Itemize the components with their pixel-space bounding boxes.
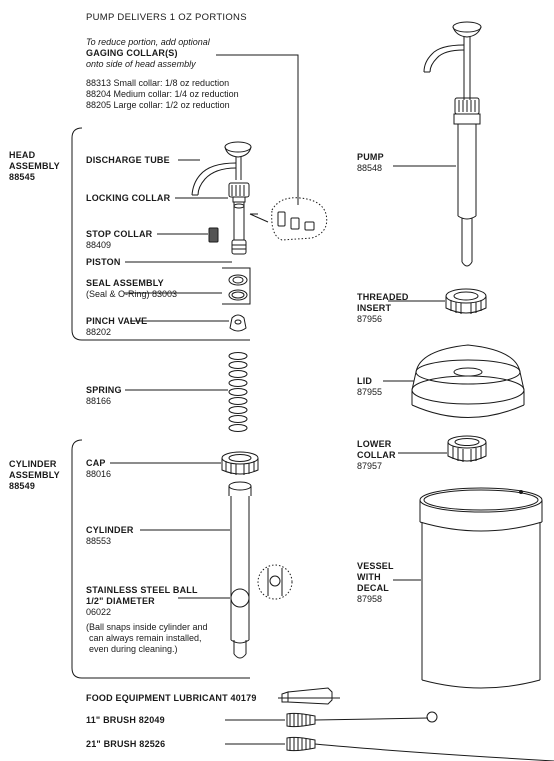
label-cylinder: CYLINDER <box>86 525 134 535</box>
header-title: PUMP DELIVERS 1 OZ PORTIONS <box>86 12 247 23</box>
gaging-collar-inset <box>271 197 328 241</box>
label-ball-line2: 1/2" DIAMETER <box>86 596 155 606</box>
label-discharge-tube: DISCHARGE TUBE <box>86 155 170 165</box>
pinch-valve-drawing <box>130 314 247 332</box>
seal-assembly-subtitle: (Seal & O-Ring) 83003 <box>86 289 178 299</box>
brush-11-drawing <box>225 711 438 728</box>
label-locking-collar: LOCKING COLLAR <box>86 193 171 203</box>
label-brush-21: 21" BRUSH 82526 <box>86 739 166 749</box>
label-vessel-line2: WITH <box>357 572 381 582</box>
cylinder-group-name: CYLINDER <box>9 459 57 469</box>
lower-collar-drawing <box>398 435 487 462</box>
lid-number: 87955 <box>357 387 383 397</box>
vessel-number: 87958 <box>357 594 383 604</box>
label-piston: PISTON <box>86 257 121 267</box>
pump-number: 88548 <box>357 163 383 173</box>
cylinder-drawing <box>140 481 252 659</box>
head-group-name2: ASSEMBLY <box>9 161 60 171</box>
gaging-note-line3: onto side of head assembly <box>86 59 196 69</box>
label-ball-line1: STAINLESS STEEL BALL <box>86 585 198 595</box>
spring-drawing <box>125 352 248 432</box>
cylinder-number: 88553 <box>86 536 112 546</box>
seal-assembly-drawing <box>222 267 251 305</box>
ball-note-line2: can always remain installed, <box>89 633 202 643</box>
discharge-tube-drawing <box>191 141 252 196</box>
threaded-number: 87956 <box>357 314 383 324</box>
cap-drawing <box>110 451 259 475</box>
label-threaded-line1: THREADED <box>357 292 409 302</box>
label-threaded-line2: INSERT <box>357 303 392 313</box>
ball-number: 06022 <box>86 607 112 617</box>
threaded-insert-drawing <box>388 288 487 314</box>
collar-small: 88313 Small collar: 1/8 oz reduction <box>86 78 230 88</box>
label-lower-line2: COLLAR <box>357 450 396 460</box>
cylinder-group-name2: ASSEMBLY <box>9 470 60 480</box>
ball-note-line1: (Ball snaps inside cylinder and <box>86 622 208 632</box>
gaging-collar-leader <box>216 54 299 205</box>
stop-collar-number: 88409 <box>86 240 112 250</box>
gaging-note-line2: GAGING COLLAR(S) <box>86 48 178 58</box>
label-vessel-line1: VESSEL <box>357 561 394 571</box>
head-group-number: 88545 <box>9 172 36 182</box>
lid-drawing <box>383 344 525 418</box>
collar-large: 88205 Large collar: 1/2 oz reduction <box>86 100 230 110</box>
gaging-note-line1: To reduce portion, add optional <box>86 37 210 47</box>
head-group-name: HEAD <box>9 150 36 160</box>
label-vessel-line3: DECAL <box>357 583 389 593</box>
ball-note-line3: even during cleaning.) <box>89 644 178 654</box>
cylinder-group-number: 88549 <box>9 481 36 491</box>
label-pinch-valve: PINCH VALVE <box>86 316 148 326</box>
locking-collar-drawing <box>228 182 250 240</box>
label-cap: CAP <box>86 458 106 468</box>
collar-medium: 88204 Medium collar: 1/4 oz reduction <box>86 89 239 99</box>
cylinder-assembly-bracket <box>71 439 250 679</box>
brush-21-drawing <box>225 736 554 761</box>
stop-collar-drawing <box>157 227 219 243</box>
label-seal-assembly: SEAL ASSEMBLY <box>86 278 164 288</box>
lower-number: 87957 <box>357 461 383 471</box>
label-lower-line1: LOWER <box>357 439 392 449</box>
head-assembly-bracket <box>71 127 250 341</box>
piston-drawing <box>125 239 247 263</box>
spring-number: 88166 <box>86 396 112 406</box>
gaging-collars-small <box>277 211 315 231</box>
ball-detail-inset <box>257 564 293 600</box>
pinch-valve-number: 88202 <box>86 327 112 337</box>
label-lubricant: FOOD EQUIPMENT LUBRICANT 40179 <box>86 693 257 703</box>
pump-drawing <box>393 21 482 267</box>
lubricant-tube-drawing <box>278 687 340 705</box>
label-lid: LID <box>357 376 373 386</box>
label-pump: PUMP <box>357 152 384 162</box>
vessel-drawing <box>393 487 543 689</box>
label-spring: SPRING <box>86 385 122 395</box>
label-brush-11: 11" BRUSH 82049 <box>86 715 165 725</box>
label-stop-collar: STOP COLLAR <box>86 229 153 239</box>
cap-number: 88016 <box>86 469 112 479</box>
